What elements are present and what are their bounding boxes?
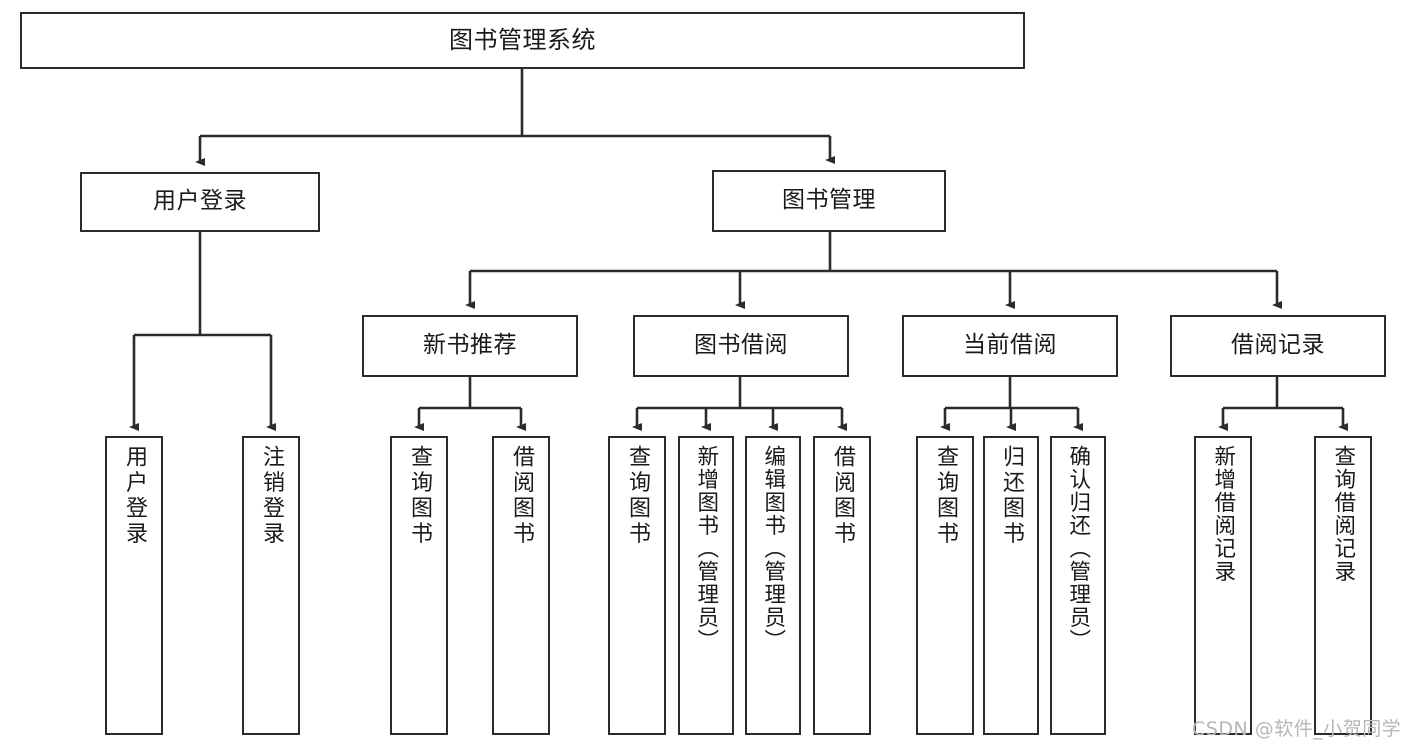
node-borrow-record[interactable]: 借阅记录 bbox=[1170, 315, 1386, 377]
node-label: 借阅记录 bbox=[1231, 332, 1325, 359]
node-leaf-add-borrow-record[interactable]: 新增借阅记录 bbox=[1194, 436, 1252, 735]
node-label: 查询图书 bbox=[933, 445, 958, 547]
node-leaf-borrow-book[interactable]: 借阅图书 bbox=[813, 436, 871, 735]
node-user-login[interactable]: 用户登录 bbox=[80, 172, 320, 232]
node-current-borrow[interactable]: 当前借阅 bbox=[902, 315, 1118, 377]
node-root-system[interactable]: 图书管理系统 bbox=[20, 12, 1025, 69]
node-leaf-confirm-return-admin[interactable]: 确认归还（管理员） bbox=[1050, 436, 1106, 735]
node-label: 用户登录 bbox=[153, 188, 247, 215]
node-new-book-recommend[interactable]: 新书推荐 bbox=[362, 315, 578, 377]
node-label: 借阅图书 bbox=[509, 445, 534, 547]
node-leaf-add-book-admin[interactable]: 新增图书（管理员） bbox=[678, 436, 734, 735]
node-leaf-query-book-recommend[interactable]: 查询图书 bbox=[390, 436, 448, 735]
node-label: 用户登录 bbox=[122, 445, 147, 547]
node-label: 归还图书 bbox=[999, 445, 1024, 547]
node-leaf-return-book[interactable]: 归还图书 bbox=[983, 436, 1039, 735]
node-label: 当前借阅 bbox=[963, 332, 1057, 359]
node-leaf-query-book[interactable]: 查询图书 bbox=[608, 436, 666, 735]
node-leaf-user-login[interactable]: 用户登录 bbox=[105, 436, 163, 735]
node-leaf-query-book-current[interactable]: 查询图书 bbox=[916, 436, 974, 735]
csdn-watermark: CSDN @软件_小贺同学 bbox=[1192, 718, 1402, 740]
node-label: 查询图书 bbox=[625, 445, 650, 547]
node-book-borrow[interactable]: 图书借阅 bbox=[633, 315, 849, 377]
node-label: 确认归还（管理员） bbox=[1065, 445, 1091, 652]
node-label: 注销登录 bbox=[259, 445, 284, 547]
node-leaf-logout[interactable]: 注销登录 bbox=[242, 436, 300, 735]
node-label: 新增借阅记录 bbox=[1210, 445, 1236, 583]
node-label: 图书借阅 bbox=[694, 332, 788, 359]
node-label: 图书管理系统 bbox=[449, 26, 596, 55]
node-label: 图书管理 bbox=[782, 187, 876, 214]
node-book-management[interactable]: 图书管理 bbox=[712, 170, 946, 232]
node-label: 编辑图书（管理员） bbox=[760, 445, 786, 652]
node-label: 新书推荐 bbox=[423, 332, 517, 359]
node-leaf-borrow-book-recommend[interactable]: 借阅图书 bbox=[492, 436, 550, 735]
node-label: 借阅图书 bbox=[830, 445, 855, 547]
node-leaf-edit-book-admin[interactable]: 编辑图书（管理员） bbox=[745, 436, 801, 735]
node-label: 查询借阅记录 bbox=[1330, 445, 1356, 583]
node-leaf-query-borrow-record[interactable]: 查询借阅记录 bbox=[1314, 436, 1372, 735]
node-label: 新增图书（管理员） bbox=[693, 445, 719, 652]
node-label: 查询图书 bbox=[407, 445, 432, 547]
